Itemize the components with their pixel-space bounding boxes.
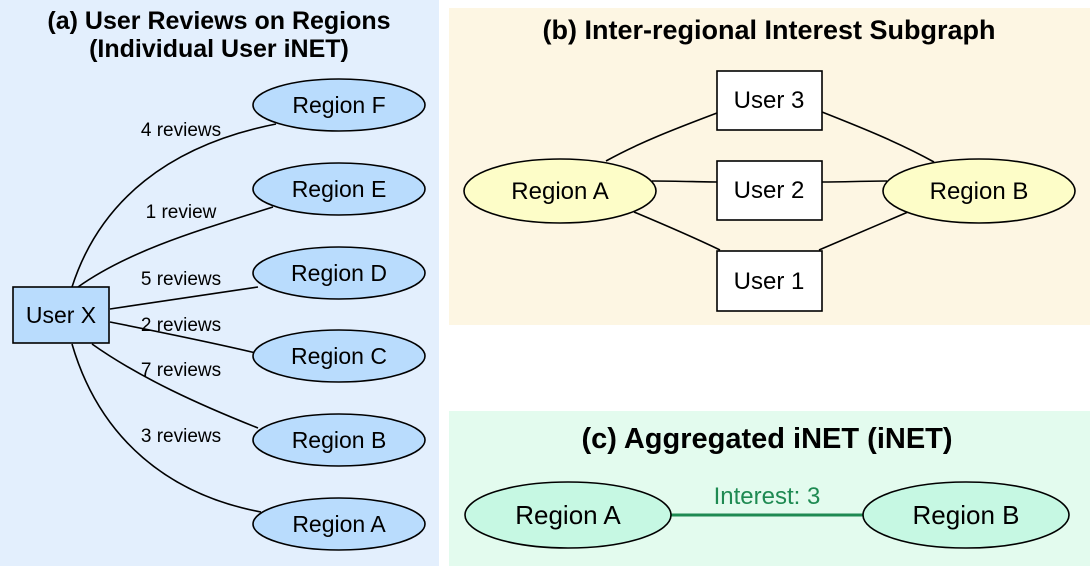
region-e-label: Region E — [292, 176, 387, 202]
panel-c-region-b-label: Region B — [913, 500, 1020, 530]
edge-region-a-user-3 — [605, 112, 718, 162]
panel-b-region-b-node — [882, 158, 1076, 224]
panel-a: (a) User Reviews on Regions (Individual … — [12, 7, 426, 551]
user-3-label: User 3 — [734, 87, 805, 114]
edge-user-3-region-b — [821, 111, 935, 163]
panel-a-title-line1: (a) User Reviews on Regions — [47, 7, 390, 35]
panel-c-region-a-node — [464, 481, 672, 549]
edge-userx-region-e — [77, 206, 274, 288]
edge-user-2-region-b — [821, 180, 888, 183]
panel-b-region-a-label: Region A — [511, 178, 608, 205]
edge-label-region-e: 1 review — [146, 202, 217, 223]
edge-userx-region-c — [109, 321, 257, 354]
panel-c: (c) Aggregated iNET (iNET) Interest: 3 R… — [464, 423, 1070, 549]
panel-c-region-a-label: Region A — [515, 500, 621, 530]
edge-label-region-f: 4 reviews — [141, 120, 221, 141]
edge-userx-region-f — [71, 123, 277, 288]
region-d-label: Region D — [291, 260, 387, 286]
user-2-label: User 2 — [734, 177, 805, 204]
panel-b-region-b-label: Region B — [930, 178, 1029, 205]
user-x-node — [12, 286, 110, 344]
user-2-node — [716, 160, 823, 221]
panel-b-region-a-node — [463, 158, 657, 224]
region-c-node — [252, 329, 426, 383]
region-f-node — [252, 78, 426, 132]
edge-user-1-region-b — [818, 211, 909, 251]
user-1-node — [716, 250, 823, 312]
edge-userx-region-b — [91, 343, 259, 429]
region-a-node — [252, 497, 426, 551]
region-b-node — [252, 413, 426, 467]
user-1-label: User 1 — [734, 268, 805, 295]
region-a-label: Region A — [292, 511, 386, 537]
panel-b: (b) Inter-regional Interest Subgraph Reg… — [463, 15, 1076, 312]
region-e-node — [252, 162, 426, 216]
edge-region-a-user-1 — [633, 211, 721, 251]
panel-a-title-line2: (Individual User iNET) — [89, 35, 349, 63]
interest-edge-label: Interest: 3 — [714, 483, 821, 510]
panel-c-title: (c) Aggregated iNET (iNET) — [581, 423, 952, 455]
region-d-node — [252, 246, 426, 300]
user-x-label: User X — [26, 302, 96, 328]
edge-label-region-d: 5 reviews — [141, 269, 221, 290]
edge-label-region-b: 7 reviews — [141, 360, 221, 381]
edge-label-region-a: 3 reviews — [141, 426, 221, 447]
region-c-label: Region C — [291, 343, 387, 369]
user-3-node — [716, 70, 823, 131]
region-f-label: Region F — [292, 92, 385, 118]
edge-label-region-c: 2 reviews — [141, 315, 221, 336]
panel-c-region-b-node — [862, 481, 1070, 549]
edge-region-a-user-2 — [651, 180, 718, 183]
region-b-label: Region B — [292, 427, 387, 453]
edge-userx-region-a — [71, 343, 262, 513]
panel-b-title: (b) Inter-regional Interest Subgraph — [542, 15, 995, 45]
edge-userx-region-d — [109, 286, 259, 310]
